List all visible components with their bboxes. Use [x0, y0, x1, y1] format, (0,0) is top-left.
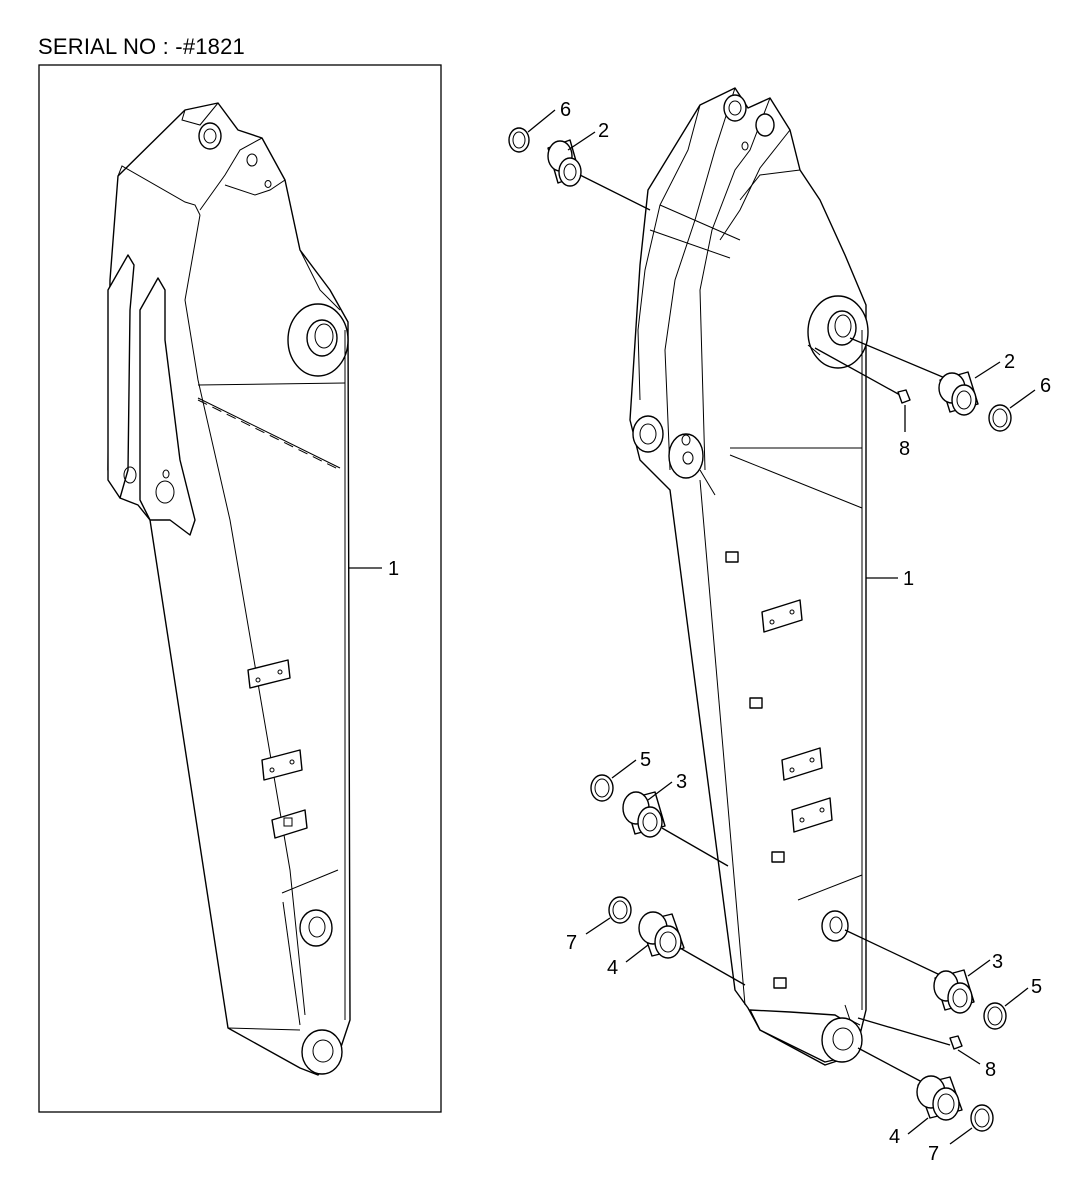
callout-3-left: 3 — [676, 771, 687, 793]
callout-7-left: 7 — [566, 932, 577, 954]
part-8-grease-nipple-right — [949, 1035, 963, 1050]
callout-8-right: 8 — [985, 1059, 996, 1081]
callout-right-1: 1 — [903, 568, 914, 590]
callout-left-1: 1 — [388, 558, 399, 580]
callout-4-right: 4 — [889, 1126, 900, 1148]
callout-6-mid: 6 — [1040, 375, 1051, 397]
part-2-bushing-mid — [938, 371, 979, 416]
part-4-bushing-left — [638, 911, 685, 959]
callout-2-mid: 2 — [1004, 351, 1015, 373]
right-arm-assembly — [629, 87, 869, 1066]
callout-3-right: 3 — [992, 951, 1003, 973]
part-6-washer-mid — [988, 404, 1012, 432]
part-6-washer-top — [508, 127, 530, 153]
part-5-washer-right — [983, 1002, 1007, 1030]
left-arm-assembly — [107, 102, 351, 1076]
part-4-bushing-right — [916, 1075, 963, 1121]
part-3-bushing-right — [933, 969, 975, 1014]
serial-number-label: SERIAL NO : -#1821 — [38, 34, 245, 59]
callout-2-top: 2 — [598, 120, 609, 142]
part-5-washer-left — [590, 774, 614, 802]
callout-6-top: 6 — [560, 99, 571, 121]
callout-5-right: 5 — [1031, 976, 1042, 998]
left-view-frame — [38, 64, 442, 1113]
part-8-grease-nipple-mid — [897, 389, 911, 404]
part-7-washer-right — [970, 1104, 994, 1132]
callout-7-right: 7 — [928, 1143, 939, 1165]
callout-5-left: 5 — [640, 749, 651, 771]
part-3-bushing-left — [622, 791, 666, 838]
callout-8-mid: 8 — [899, 438, 910, 460]
part-7-washer-left — [608, 896, 632, 924]
callout-4-left: 4 — [607, 957, 618, 979]
part-2-bushing-top — [547, 139, 582, 187]
